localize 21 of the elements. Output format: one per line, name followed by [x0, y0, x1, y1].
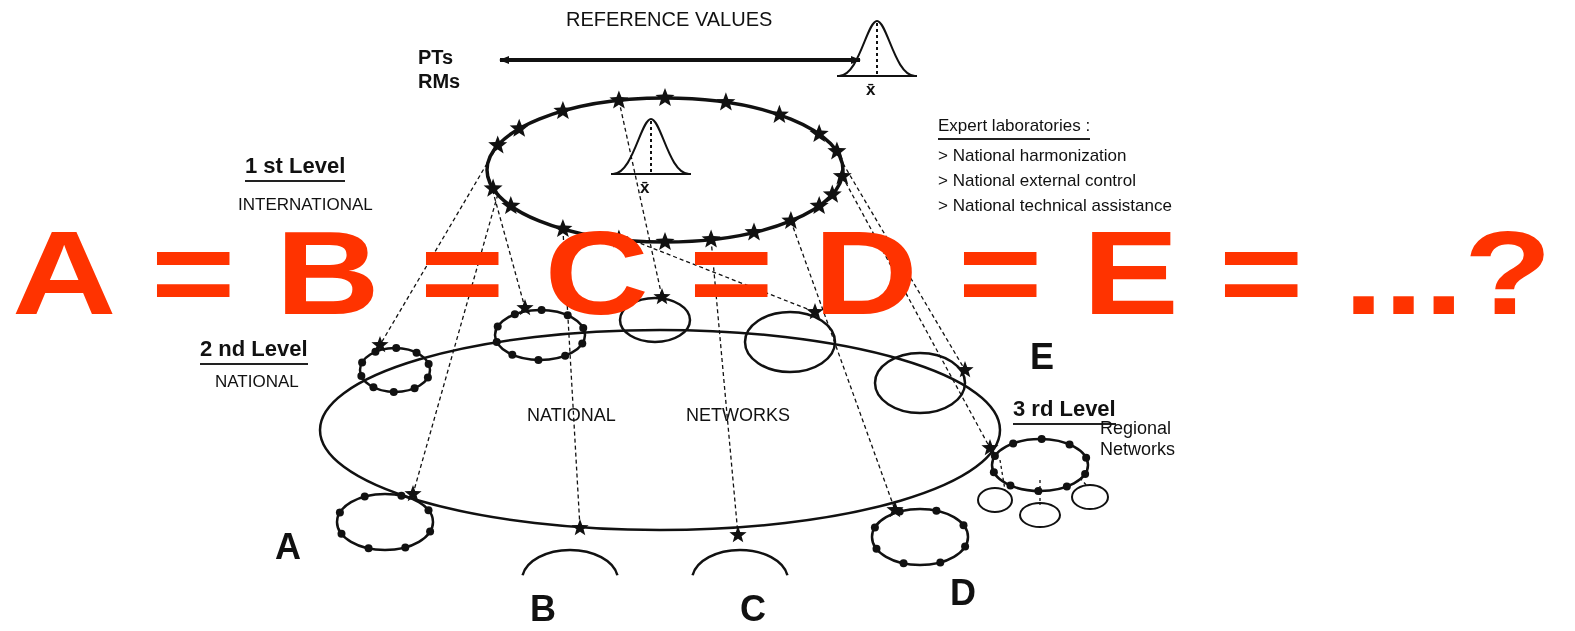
abbreviation-label: RMs — [418, 70, 461, 93]
mean-symbol: x̄ — [866, 80, 876, 100]
letter-label: B — [530, 588, 556, 630]
heading-label: REFERENCE VALUES — [566, 8, 773, 31]
list-item: > National harmonization — [938, 146, 1127, 166]
level-label: INTERNATIONAL — [238, 195, 373, 215]
letter-label: A — [275, 526, 301, 568]
mean-symbol: x̄ — [640, 178, 650, 198]
abbreviation-label: PTs — [418, 46, 454, 69]
list-heading: Expert laboratories : — [938, 116, 1091, 140]
list-item: > National technical assistance — [938, 196, 1172, 216]
overlay-question: A = B = C = D = E = ...? — [12, 214, 1552, 332]
level-label: NATIONAL — [215, 372, 299, 392]
letter-label: D — [950, 572, 976, 614]
level-title: 2 nd Level — [200, 336, 308, 366]
level-title: 1 st Level — [245, 153, 346, 183]
letter-label: E — [1030, 336, 1054, 378]
network-label: NATIONAL — [527, 405, 616, 426]
list-item: > National external control — [938, 171, 1136, 191]
letter-label: C — [740, 588, 766, 630]
network-label: NETWORKS — [686, 405, 790, 426]
